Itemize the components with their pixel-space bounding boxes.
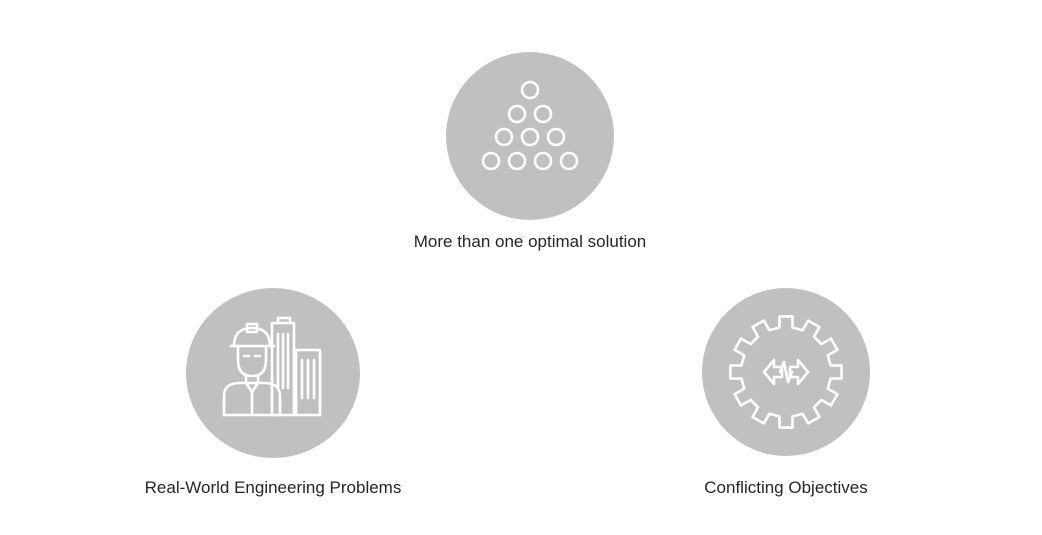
node-engineering-problems: Real-World Engineering Problems: [123, 288, 423, 498]
conflicting-objectives-label: Conflicting Objectives: [704, 478, 868, 497]
engineer-buildings-icon: [222, 316, 322, 417]
engineering-problems-circle: [186, 288, 360, 458]
optimal-solutions-circle: [446, 52, 614, 220]
circle-pyramid-icon: [481, 80, 579, 171]
optimal-solutions-label: More than one optimal solution: [413, 232, 647, 251]
conflicting-objectives-circle: [702, 288, 870, 456]
gear-conflict-arrows-icon: [729, 315, 843, 429]
node-optimal-solutions: More than one optimal solution: [380, 52, 680, 252]
engineering-problems-label: Real-World Engineering Problems: [144, 478, 402, 497]
node-conflicting-objectives: Conflicting Objectives: [636, 288, 936, 498]
